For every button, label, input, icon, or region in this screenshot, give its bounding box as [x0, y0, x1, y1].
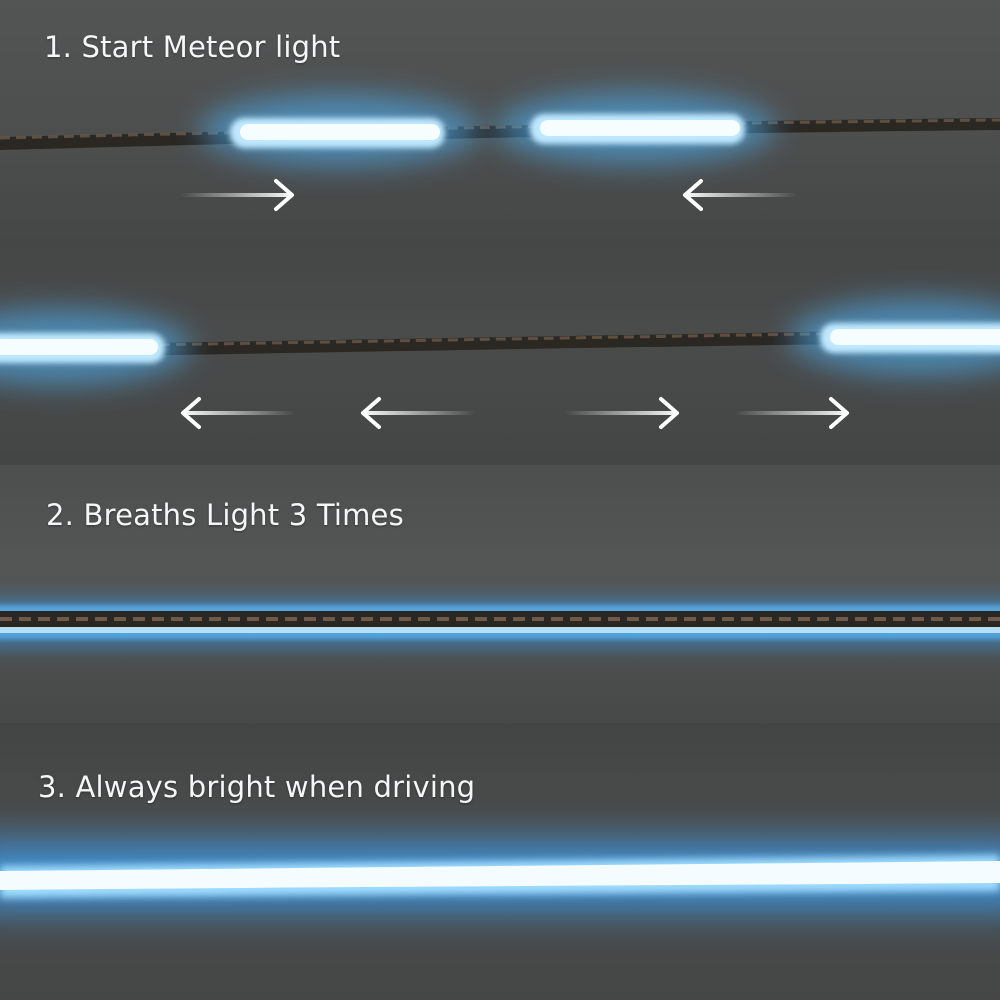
led-strip-lit [0, 861, 1000, 890]
panel-always-bright: 3. Always bright when driving [0, 723, 1000, 1000]
panel-breathing: 2. Breaths Light 3 Times [0, 465, 1000, 723]
meteor-glow-left [200, 94, 480, 166]
led-strip [0, 329, 1000, 358]
panel-meteor-start: 1. Start Meteor light [0, 0, 1000, 243]
arrow-right-icon [565, 397, 679, 429]
step-3-caption: 3. Always bright when driving [38, 770, 476, 804]
led-strip-scene-4 [0, 841, 1000, 911]
arrow-right-icon [180, 179, 294, 211]
led-strip-chips [0, 118, 1000, 140]
arrow-left-icon [361, 397, 475, 429]
arrow-right-icon [735, 397, 849, 429]
panel-meteor-outward [0, 243, 1000, 465]
led-strip-scene-3 [0, 600, 1000, 646]
meteor-glow-right [495, 92, 775, 164]
led-strip-scene-1 [0, 92, 1000, 166]
arrow-left-icon [683, 179, 797, 211]
step-2-caption: 2. Breaths Light 3 Times [46, 498, 404, 532]
step-1-caption: 1. Start Meteor light [44, 30, 341, 64]
led-strip-scene-2 [0, 299, 1000, 385]
arrow-left-icon [181, 397, 295, 429]
meteor-glow-left-edge [0, 309, 190, 385]
meteor-glow-right-edge [790, 299, 1000, 375]
